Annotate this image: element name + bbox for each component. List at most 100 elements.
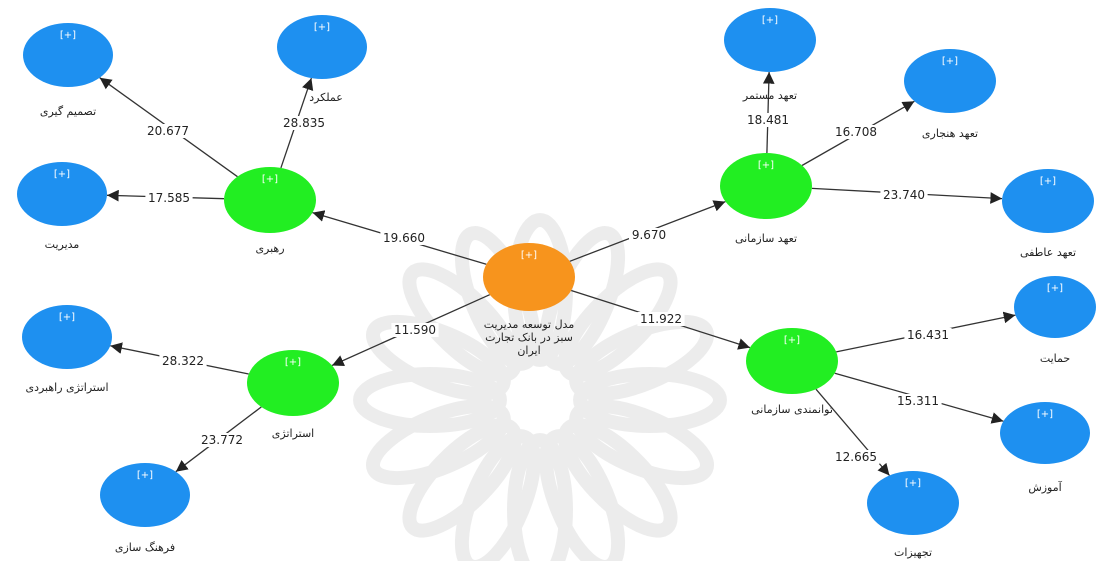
node-amalkard[interactable]: [+]عملکرد xyxy=(277,15,367,104)
node-rahbari[interactable]: [+] رهبری xyxy=(224,167,316,255)
edge-tavanmandi-to-tajhizat: 12.665 xyxy=(815,388,890,476)
edge-central-to-rahbari: 19.660 xyxy=(312,210,487,265)
node-label-amoozesh: آموزش xyxy=(1028,480,1062,494)
node-label-tasmim: تصمیم گیری xyxy=(40,105,96,118)
indicator-construct-ellipse[interactable] xyxy=(904,49,996,113)
indicator-construct-ellipse[interactable] xyxy=(1014,276,1096,338)
path-coefficient-bg xyxy=(629,228,669,242)
latent-construct-ellipse[interactable] xyxy=(746,328,838,394)
path-coefficient-label: 17.585 xyxy=(148,191,190,205)
indicator-construct-ellipse[interactable] xyxy=(17,162,107,226)
edge-tavanmandi-to-amoozesh: 15.311 xyxy=(834,372,1004,424)
node-modiriat[interactable]: [+] مدیریت xyxy=(17,162,107,251)
node-tahod[interactable]: [+] تعهد سازمانی xyxy=(720,153,812,245)
edge-tahod-to-atefi: 23.740 xyxy=(811,187,1003,204)
node-hanjari[interactable]: [+] تعهد هنجاری xyxy=(904,49,996,140)
path-coefficient-label: 9.670 xyxy=(632,228,666,242)
node-label-tahod: تعهد سازمانی xyxy=(735,232,797,245)
node-label-tavanmandi: توانمندی سازمانی xyxy=(751,403,833,416)
node-label-rahbari: رهبری xyxy=(255,242,284,255)
path-coefficient-bg xyxy=(832,125,880,139)
latent-construct-ellipse[interactable] xyxy=(224,167,316,233)
node-label-central: ایران xyxy=(517,344,540,357)
path-coefficient-label: 28.835 xyxy=(283,116,325,130)
latent-construct-ellipse[interactable] xyxy=(247,350,339,416)
expand-marker[interactable]: [+] xyxy=(285,357,301,368)
path-coefficient-bg xyxy=(904,328,952,342)
path-coefficient-label: 11.922 xyxy=(640,312,682,326)
path-coefficient-label: 16.708 xyxy=(835,125,877,139)
indicator-construct-ellipse[interactable] xyxy=(100,463,190,527)
node-rahbordi[interactable]: [+]استراتژی راهبردی xyxy=(22,305,112,394)
path-coefficient-label: 18.481 xyxy=(747,113,789,127)
expand-marker[interactable]: [+] xyxy=(1047,283,1063,294)
node-estrategi[interactable]: [+] استراتژی xyxy=(247,350,339,440)
path-coefficient-bg xyxy=(145,191,193,205)
edge-tahod-to-hanjari: 16.708 xyxy=(801,100,915,167)
expand-marker[interactable]: [+] xyxy=(59,312,75,323)
node-label-hanjari: تعهد هنجاری xyxy=(922,127,978,140)
indicator-construct-ellipse[interactable] xyxy=(1002,169,1094,233)
path-coefficient-bg xyxy=(198,433,246,447)
expand-marker[interactable]: [+] xyxy=(521,250,537,261)
path-coefficient-bg xyxy=(144,124,192,138)
indicator-construct-ellipse[interactable] xyxy=(277,15,367,79)
node-farhang[interactable]: [+] فرهنگ سازی xyxy=(100,463,190,554)
path-coefficient-bg xyxy=(744,113,792,127)
node-label-hemayat: حمایت xyxy=(1040,352,1070,365)
path-coefficient-label: 23.772 xyxy=(201,433,243,447)
indicator-construct-ellipse[interactable] xyxy=(867,471,959,535)
node-label-atefi: تعهد عاطفی xyxy=(1020,246,1076,259)
indicator-construct-ellipse[interactable] xyxy=(22,305,112,369)
path-coefficient-label: 11.590 xyxy=(394,323,436,337)
path-coefficient-label: 23.740 xyxy=(883,188,925,202)
node-tajhizat[interactable]: [+] تجهیزات xyxy=(867,471,959,559)
expand-marker[interactable]: [+] xyxy=(758,160,774,171)
node-label-central: مدل توسعه مدیریت xyxy=(484,318,575,331)
expand-marker[interactable]: [+] xyxy=(762,15,778,26)
edge-central-to-tahod: 9.670 xyxy=(569,200,726,262)
edge-rahbari-to-tasmim: 20.677 xyxy=(99,77,238,178)
node-tavanmandi[interactable]: [+] توانمندی سازمانی xyxy=(746,328,838,416)
expand-marker[interactable]: [+] xyxy=(314,22,330,33)
node-label-modiriat: مدیریت xyxy=(45,238,80,251)
node-atefi[interactable]: [+] تعهد عاطفی xyxy=(1002,169,1094,259)
expand-marker[interactable]: [+] xyxy=(784,335,800,346)
expand-marker[interactable]: [+] xyxy=(262,174,278,185)
edge-estrategi-to-farhang: 23.772 xyxy=(175,406,262,473)
latent-construct-ellipse[interactable] xyxy=(720,153,812,219)
node-label-tajhizat: تجهیزات xyxy=(894,546,932,559)
expand-marker[interactable]: [+] xyxy=(60,30,76,41)
path-coefficient-label: 20.677 xyxy=(147,124,189,138)
path-coefficient-label: 12.665 xyxy=(835,450,877,464)
path-coefficient-label: 15.311 xyxy=(897,394,939,408)
edge-tavanmandi-to-hemayat: 16.431 xyxy=(836,311,1016,353)
expand-marker[interactable]: [+] xyxy=(905,478,921,489)
node-label-estrategi: استراتژی xyxy=(272,427,314,440)
indicator-construct-ellipse[interactable] xyxy=(23,23,113,87)
expand-marker[interactable]: [+] xyxy=(1040,176,1056,187)
path-coefficient-label: 19.660 xyxy=(383,231,425,245)
node-mostamar[interactable]: [+] تعهد مستمر xyxy=(724,8,816,102)
edge-rahbari-to-modiriat: 17.585 xyxy=(106,189,225,205)
expand-marker[interactable]: [+] xyxy=(137,470,153,481)
expand-marker[interactable]: [+] xyxy=(54,169,70,180)
node-amoozesh[interactable]: [+] آموزش xyxy=(1000,402,1090,494)
expand-marker[interactable]: [+] xyxy=(942,56,958,67)
path-arrow xyxy=(762,71,775,154)
indicator-construct-ellipse[interactable] xyxy=(724,8,816,72)
expand-marker[interactable]: [+] xyxy=(1037,409,1053,420)
node-label-mostamar: تعهد مستمر xyxy=(742,89,797,102)
indicator-construct-ellipse[interactable] xyxy=(1000,402,1090,464)
path-coefficient-bg xyxy=(280,116,328,130)
edge-central-to-estrategi: 11.590 xyxy=(331,294,490,367)
central-construct-ellipse[interactable] xyxy=(483,243,575,311)
node-tasmim[interactable]: [+] تصمیم گیری xyxy=(23,23,113,118)
node-label-farhang: فرهنگ سازی xyxy=(115,541,175,554)
rosette-watermark-logo xyxy=(353,213,727,561)
node-hemayat[interactable]: [+] حمایت xyxy=(1014,276,1096,365)
edge-estrategi-to-rahbordi: 28.322 xyxy=(110,342,249,375)
